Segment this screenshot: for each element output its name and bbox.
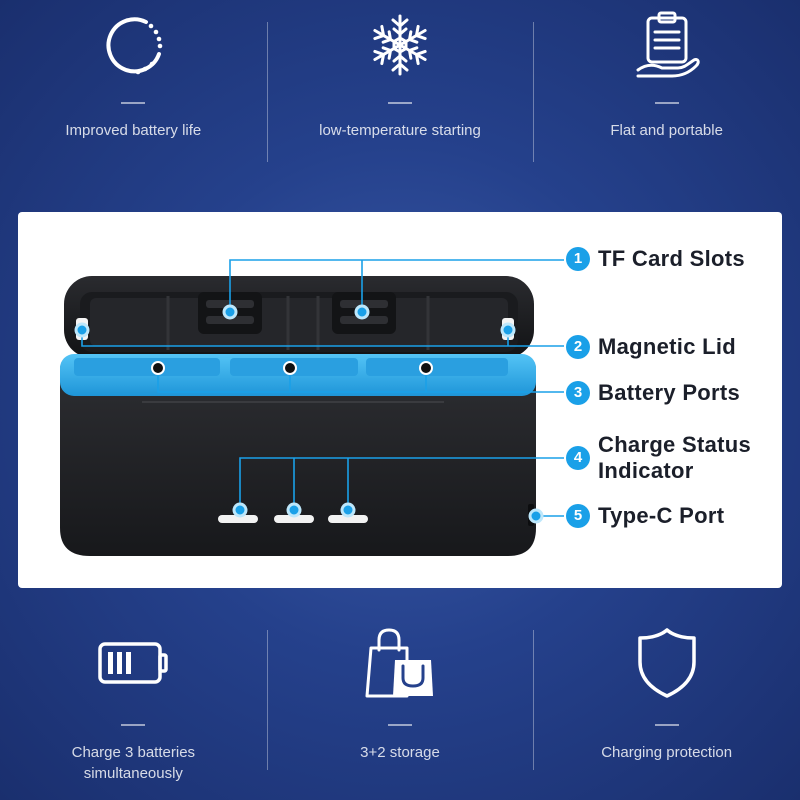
callout-number: 2: [566, 335, 590, 359]
feature-label: Charge 3 batteries simultaneously: [71, 744, 196, 782]
battery-life-ring-icon: [106, 17, 163, 75]
feature-divider-dash: [654, 102, 679, 104]
callout-number: 3: [566, 381, 590, 405]
battery-case-illustration: [60, 259, 564, 556]
callout-number: 4: [566, 446, 590, 470]
callout-label: TF Card Slots: [598, 246, 745, 271]
feature-divider-dash: [121, 724, 146, 726]
shield-icon: [637, 628, 696, 698]
callout-anchor-dots: [74, 304, 544, 524]
feature-low-temperature-starting: low-temperature starting: [266, 0, 534, 200]
hand-clipboard-icon: [636, 11, 700, 78]
callout-battery-ports: 3 Battery Ports: [566, 380, 778, 406]
feature-label: Flat and portable: [610, 122, 723, 139]
shopping-bags-icon: [365, 628, 433, 698]
callout-label: Battery Ports: [598, 380, 741, 405]
feature-label: 3+2 storage: [360, 744, 440, 761]
feature-charge-3-batteries: Charge 3 batteries simultaneously: [0, 600, 267, 800]
callout-leader-lines: [81, 259, 564, 517]
feature-label: Charging protection: [601, 744, 733, 761]
status-led-2: [274, 515, 314, 523]
top-features-row: Improved battery life low-temperature st…: [0, 0, 800, 200]
callout-number: 1: [566, 247, 590, 271]
feature-label: low-temperature starting: [319, 122, 481, 139]
callout-magnetic-lid: 2 Magnetic Lid: [566, 334, 778, 360]
callout-tf-card-slots: 1 TF Card Slots: [566, 246, 778, 272]
status-led-3: [328, 515, 368, 523]
product-diagram-panel: [18, 212, 782, 588]
feature-3-plus-2-storage: 3+2 storage: [266, 600, 534, 800]
bottom-features-row: Charge 3 batteries simultaneously 3+2 st…: [0, 600, 800, 800]
feature-improved-battery-life: Improved battery life: [0, 0, 267, 200]
case-body: [60, 354, 536, 556]
callout-label: Magnetic Lid: [598, 334, 737, 359]
feature-divider-dash: [388, 724, 412, 726]
callout-label: Type-C Port: [598, 503, 725, 528]
feature-label: Improved battery life: [65, 122, 202, 139]
feature-flat-and-portable: Flat and portable: [533, 0, 800, 200]
callout-type-c-port: 5 Type-C Port: [566, 503, 778, 529]
callout-charge-status-indicator: 4 Charge Status Indicator: [566, 432, 778, 484]
feature-divider-dash: [654, 724, 679, 726]
callout-label: Charge Status Indicator: [598, 432, 752, 483]
status-led-1: [218, 515, 258, 523]
battery-bars-icon: [98, 642, 169, 684]
callout-number: 5: [566, 504, 590, 528]
feature-charging-protection: Charging protection: [533, 600, 800, 800]
magnetic-lid: [64, 276, 534, 358]
feature-divider-dash: [388, 102, 412, 104]
feature-divider-dash: [121, 102, 146, 104]
snowflake-icon: [369, 14, 431, 76]
